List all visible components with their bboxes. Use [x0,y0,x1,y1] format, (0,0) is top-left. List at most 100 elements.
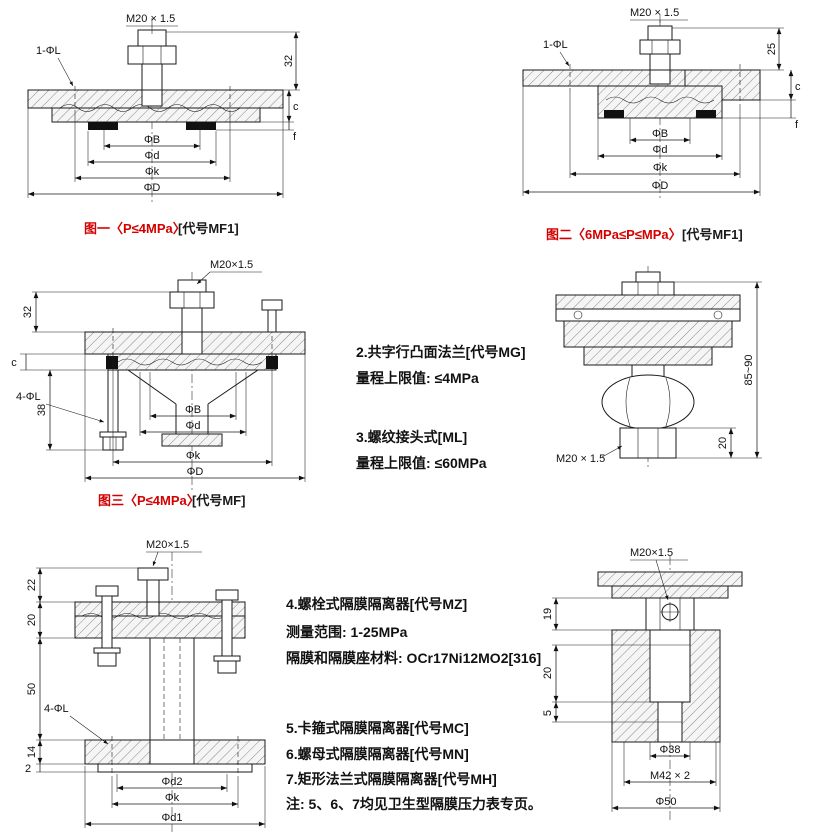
figmz-plate-b [74,615,246,639]
figmh-dim-phi50-label: Φ50 [655,796,676,808]
fig2-bore [649,69,671,85]
figmz-dim-phik-label: Φk [165,792,180,804]
note-item6: 6.螺母式隔膜隔离器[代号MN] [286,746,469,762]
fig2-diaphragm-wave [605,96,715,104]
fig3-caption: 图三〈P≤4MPa〉 [98,493,200,508]
figmz-left-nut [97,652,117,667]
fig2-dim-c-label: c [795,81,801,93]
fig1-lower-flange [51,107,261,123]
fig3-small-bolt-head [261,299,283,311]
figml-thread-label: M20 × 1.5 [556,453,605,465]
figml-plate-1 [555,294,741,310]
figml-plate-4 [583,346,713,366]
fig3-dim-32-label: 32 [22,306,34,318]
figmz-left-bolt-head [95,585,119,597]
figmh-dim-5-label: 5 [542,710,554,716]
note-item2-title: 2.共字行凸面法兰[代号MG] [356,344,526,360]
fig3-bore-top [181,331,203,355]
figmz-dim-22-label: 22 [26,579,38,591]
fig2-hole-label: 1-ΦL [543,39,568,51]
fig3-dim-phiD-label: ΦD [187,466,204,478]
figmz-dim-phid2-label: Φd2 [161,776,182,788]
figure-2-flanged-seal: M20 × 1.5 1-ΦL 25 c f ΦB Φd Φk ΦD 图二〈6MP… [522,7,801,242]
fig3-funnel-left [127,369,177,405]
fig2-caption-code: [代号MF1] [682,227,743,242]
figmz-dim-50-label: 50 [26,683,38,695]
fig1-gasket-right [186,122,216,130]
fig1-dim-c-label: c [293,101,299,113]
figmz-column [149,637,195,741]
note-item4-title: 4.螺栓式隔膜隔离器[代号MZ] [286,596,468,612]
fig1-dim-phiD-label: ΦD [144,182,161,194]
fig1-hex-nut [127,45,177,65]
fig1-stem [141,63,163,91]
fig1-hole-label: 1-ΦL [36,45,61,57]
note-item4-material: 隔膜和隔膜座材料: OCr17Ni12MO2[316] [286,650,542,666]
note-item7: 7.矩形法兰式隔膜隔离器[代号MH] [286,771,497,787]
fig1-bore [141,89,163,107]
fig3-carrier-plate [107,353,277,371]
figmz-left-bolt-stem [101,595,113,649]
figml-bolt-circle-right [713,310,723,320]
fig1-dim-phik-label: Φk [145,166,160,178]
fig2-dim-phiB-label: ΦB [652,128,668,140]
fig3-small-bolt-stem [267,309,277,333]
figml-capsule-seam [625,377,631,427]
fig3-caption-code: [代号MF] [192,493,245,508]
note-item4-range: 测量范围: 1-25MPa [286,624,408,640]
figml-dim-20-label: 20 [717,437,729,449]
figmh-dim-20-label: 20 [542,667,554,679]
fig1-hole-leader [57,57,74,87]
fig2-gasket-right [696,110,716,118]
figmh-dim-19-label: 19 [542,608,554,620]
figmz-left-washer [93,647,121,654]
figmz-hole-label: 4-ΦL [44,703,69,715]
figmz-dim-2-label: 2 [25,763,31,775]
fig1-dim-f-label: f [293,131,297,143]
figure-1-flanged-seal: M20 × 1.5 1-ΦL 32 c f ΦB Φd Φk ΦD [27,13,300,236]
fig3-hole-label: 4-ΦL [16,391,41,403]
figmz-bolt-stem [146,579,160,603]
fig1-caption: 图一〈P≤4MPa〉 [84,221,186,236]
fig3-bottom-flange [161,433,223,447]
fig3-hex-nut [169,291,215,309]
fig3-dim-phik-label: Φk [186,450,201,462]
figmh-thread-label: M20×1.5 [630,547,673,559]
note-item2-range: 量程上限值: ≤4MPa [356,370,479,386]
figml-plate-3 [563,320,733,348]
figure-mz-bolted-isolator: M20×1.5 22 20 50 14 2 4-ΦL Φd2 Φk [25,539,266,832]
figmz-dim-14-label: 14 [26,746,38,758]
fig1-diaphragm-wave [59,104,241,112]
figmz-right-bolt-stem [221,599,233,657]
figml-capsule [601,374,695,430]
figure-3-flanged-seal: M20×1.5 32 c 38 4-ΦL ΦB Φd Φk ΦD 图三〈P≤4 [11,259,306,508]
figmz-dim-phid1-label: Φd1 [161,812,182,824]
figml-nut [621,281,675,296]
fig3-thread-label: M20×1.5 [210,259,253,271]
fig2-hex-nut [639,39,681,55]
fig3-dim-c-label: c [11,357,17,369]
fig2-dim-25-label: 25 [766,43,778,55]
figml-plate-2 [555,308,741,322]
fig1-dim-phid-label: Φd [145,150,160,162]
fig2-dim-f-label: f [795,119,799,131]
fig2-hole-leader [559,51,570,67]
figure-mh-threaded-body: M20×1.5 19 20 5 Φ38 M42 × 2 Φ50 [542,547,743,820]
fig2-gasket-left [604,110,624,118]
note-item3-range: 量程上限值: ≤60MPa [356,455,487,471]
fig2-bolt-cap [647,25,673,41]
figmz-bolt-head [137,567,169,581]
figmz-thread-leader [152,551,159,567]
figmh-thread-leader [655,559,669,601]
fig3-hole-leader [45,403,105,423]
fig1-thread-label: M20 × 1.5 [126,13,175,25]
figure-ml-threaded-type: M20 × 1.5 20 85~90 [555,266,762,470]
fig3-funnel-right [207,369,259,405]
figmh-second-plate [611,585,729,599]
figmz-right-bolt-head [215,589,239,601]
fig2-dim-phid-label: Φd [653,144,668,156]
fig3-diaphragm-wave [117,358,263,366]
fig3-dim-38-label: 38 [36,404,48,416]
